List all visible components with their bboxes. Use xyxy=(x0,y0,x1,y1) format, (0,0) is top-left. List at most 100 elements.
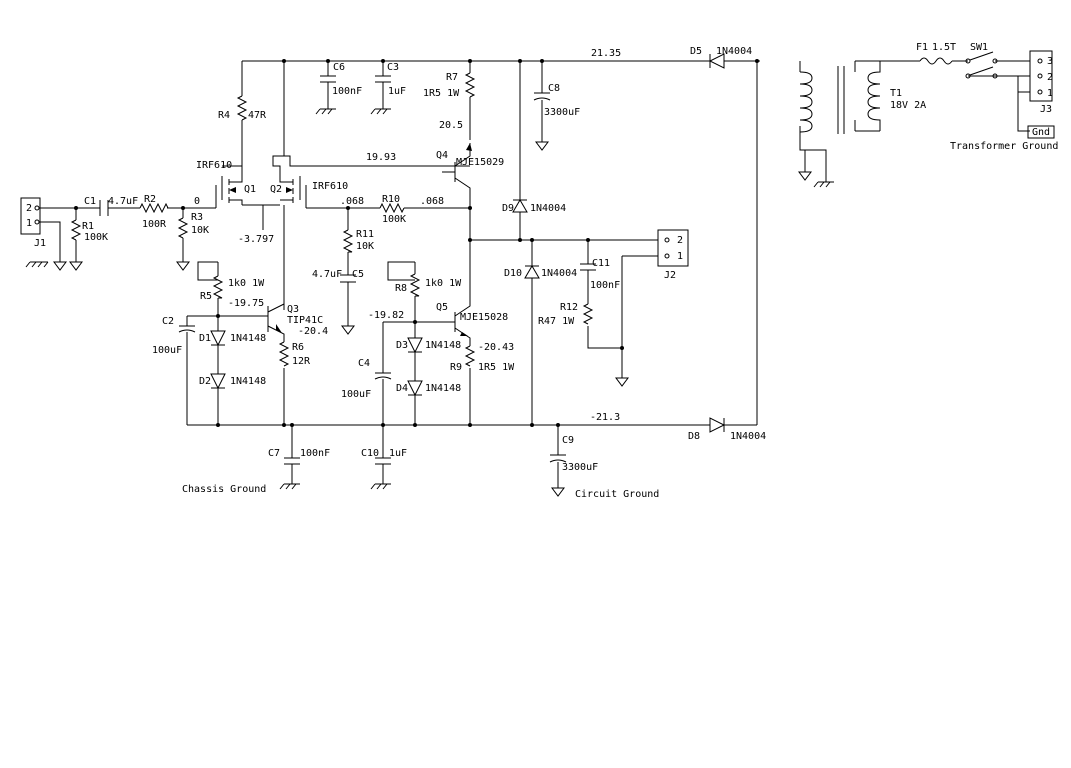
label-d10-value: 1N4004 xyxy=(541,268,577,279)
label-r11-ref: R11 xyxy=(356,229,374,240)
voltage-q5-base: -19.82 xyxy=(368,310,404,321)
label-t1-ref: T1 xyxy=(890,88,902,99)
label-r6-value: 12R xyxy=(292,356,311,367)
label-r3-value: 10K xyxy=(191,225,209,236)
fuse-f1 xyxy=(919,57,953,65)
capacitor-c4 xyxy=(374,372,392,380)
label-c6-value: 100nF xyxy=(332,86,362,97)
resistor-r9 xyxy=(464,345,476,367)
capacitor-c2 xyxy=(178,325,196,333)
label-d10-ref: D10 xyxy=(504,268,522,279)
ground-r3 xyxy=(176,261,190,271)
label-q3-ref: Q3 xyxy=(287,304,299,315)
label-f1-value: 1.5T xyxy=(932,42,956,53)
diode-d10 xyxy=(524,265,540,279)
label-r9-value: 1R5 1W xyxy=(478,362,515,373)
label-c10-ref: C10 xyxy=(361,448,379,459)
label-c5-ref: C5 xyxy=(352,269,364,280)
transistor-arrows xyxy=(229,143,472,336)
label-r2-value: 100R xyxy=(142,219,167,230)
capacitor-c6 xyxy=(320,75,336,83)
ground-r1 xyxy=(69,261,83,271)
label-r8-value: 1k0 1W xyxy=(425,278,462,289)
resistor-r12 xyxy=(582,303,594,325)
label-c4-value: 100uF xyxy=(341,389,371,400)
label-r10-ref: R10 xyxy=(382,194,400,205)
junction-dots xyxy=(74,59,759,427)
capacitor-c5 xyxy=(340,274,356,283)
label-r5-value: 1k0 1W xyxy=(228,278,265,289)
q3-emitter-arrow xyxy=(276,324,282,333)
label-r5-ref: R5 xyxy=(200,291,212,302)
label-r2-ref: R2 xyxy=(144,194,156,205)
label-d5-value: 1N4004 xyxy=(716,46,752,57)
label-c9-value: 3300uF xyxy=(562,462,598,473)
label-c11-value: 100nF xyxy=(590,280,620,291)
q1-arrow xyxy=(229,187,236,193)
label-c1-value: 4.7uF xyxy=(108,196,138,207)
resistor-r3 xyxy=(177,217,189,239)
resistor-r7 xyxy=(464,72,476,98)
label-d9-ref: D9 xyxy=(502,203,514,214)
capacitor-c3 xyxy=(375,75,391,83)
ground-symbols xyxy=(25,108,834,497)
q5-emitter-arrow xyxy=(460,332,468,336)
voltage-q2-gate: .068 xyxy=(340,196,364,207)
label-q4-model: MJE15029 xyxy=(456,157,504,168)
diode-d8 xyxy=(709,417,726,433)
label-d1-ref: D1 xyxy=(199,333,211,344)
label-c8-value: 3300uF xyxy=(544,107,580,118)
ground-c6 xyxy=(315,108,336,115)
label-r10-value: 100K xyxy=(382,214,406,225)
voltage-q3-base: -19.75 xyxy=(228,298,264,309)
label-q1-model: IRF610 xyxy=(196,160,232,171)
diode-d3 xyxy=(407,337,423,354)
label-r7-ref: R7 xyxy=(446,72,458,83)
diode-d5 xyxy=(708,53,725,69)
label-r12-value: R47 1W xyxy=(538,316,575,327)
j3-pin-1: 1 xyxy=(1047,88,1053,99)
label-r1-value: 100K xyxy=(84,232,108,243)
q4-emitter-arrow xyxy=(466,143,472,151)
diode-d4 xyxy=(407,380,423,397)
circuit-ground-label: Circuit Ground xyxy=(575,489,659,500)
transformer-ground-label: Transformer Ground xyxy=(950,141,1058,152)
switch-sw1 xyxy=(965,51,1019,92)
label-q3-model: TIP41C xyxy=(287,315,323,326)
capacitor-c11 xyxy=(580,263,596,271)
connector-j2: 2 1 J2 xyxy=(657,229,689,281)
j2-pin-1: 1 xyxy=(677,251,683,262)
label-d8-ref: D8 xyxy=(688,431,700,442)
capacitor-c8 xyxy=(533,92,551,101)
component-labels: C1 4.7uF R2 100R R1 100K R3 10K R4 47R I… xyxy=(82,42,988,473)
voltage-q5-emitter: -20.43 xyxy=(478,342,514,353)
label-c3-ref: C3 xyxy=(387,62,399,73)
ground-c9 xyxy=(551,487,565,497)
label-q5-ref: Q5 xyxy=(436,302,448,313)
j2-pin-2: 2 xyxy=(677,235,683,246)
label-d5-ref: D5 xyxy=(690,46,702,57)
label-f1-ref: F1 xyxy=(916,42,928,53)
label-q2-model: IRF610 xyxy=(312,181,348,192)
transformer-t1 xyxy=(799,61,881,134)
label-q4-ref: Q4 xyxy=(436,150,448,161)
voltage-pos-rail: 21.35 xyxy=(591,48,621,59)
j3-pin-3: 3 xyxy=(1047,56,1053,67)
label-d2-value: 1N4148 xyxy=(230,376,266,387)
label-d3-ref: D3 xyxy=(396,340,408,351)
capacitor-c7 xyxy=(284,457,300,465)
resistors xyxy=(70,72,594,367)
voltage-labels: 21.35 -21.3 20.5 19.93 0 -3.797 .068 .06… xyxy=(194,48,621,423)
label-c7-value: 100nF xyxy=(300,448,330,459)
ground-c7 xyxy=(279,483,300,490)
ground-c3 xyxy=(370,108,391,115)
ground-transformer-a xyxy=(798,171,812,181)
diode-d9 xyxy=(512,199,528,213)
j1-pin-1: 1 xyxy=(26,218,32,229)
label-c2-value: 100uF xyxy=(152,345,182,356)
resistor-r8 xyxy=(409,273,421,297)
ground-c5 xyxy=(341,325,355,335)
j3-pin-2: 2 xyxy=(1047,72,1053,83)
label-r6-ref: R6 xyxy=(292,342,304,353)
